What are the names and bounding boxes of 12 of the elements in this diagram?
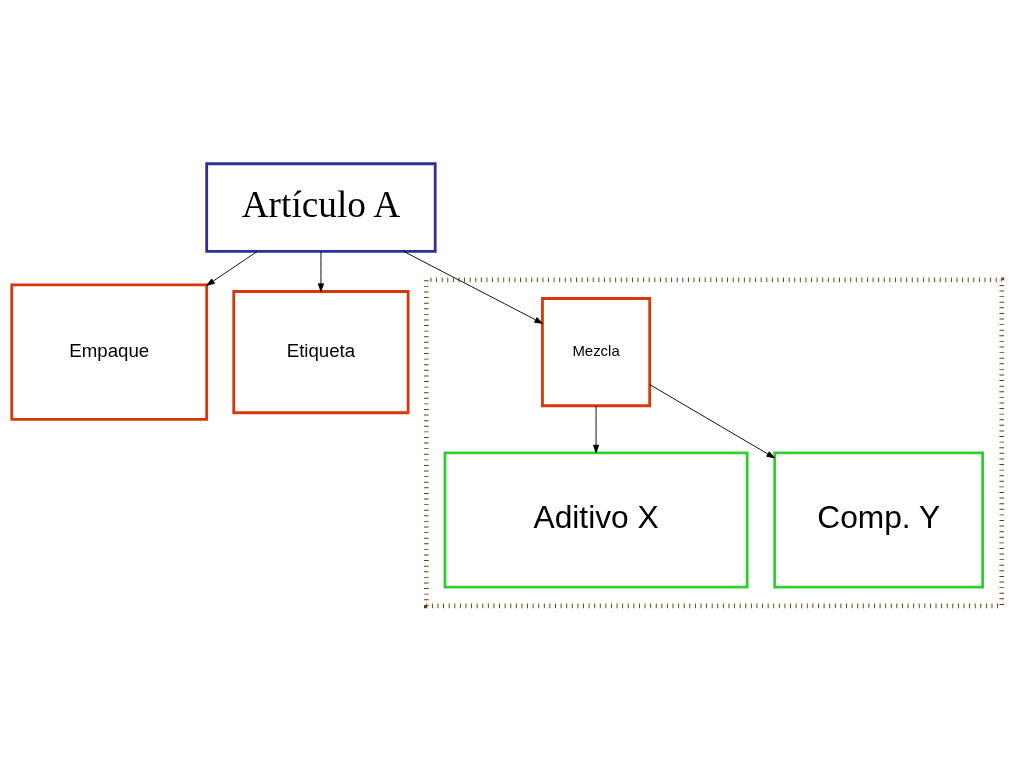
node-box: Empaque: [10, 283, 209, 421]
node-box: Mezcla: [541, 296, 652, 407]
node-box: Artículo A: [205, 161, 437, 253]
cluster: [424, 277, 1005, 608]
arrow: [317, 250, 324, 292]
node-box: Etiqueta: [232, 289, 410, 414]
arrow: [403, 250, 543, 324]
arrow: [593, 405, 600, 453]
arrow: [206, 250, 258, 286]
node-box: Comp. Y: [773, 450, 985, 589]
arrow: [649, 383, 775, 458]
node-box: Aditivo X: [443, 450, 749, 589]
